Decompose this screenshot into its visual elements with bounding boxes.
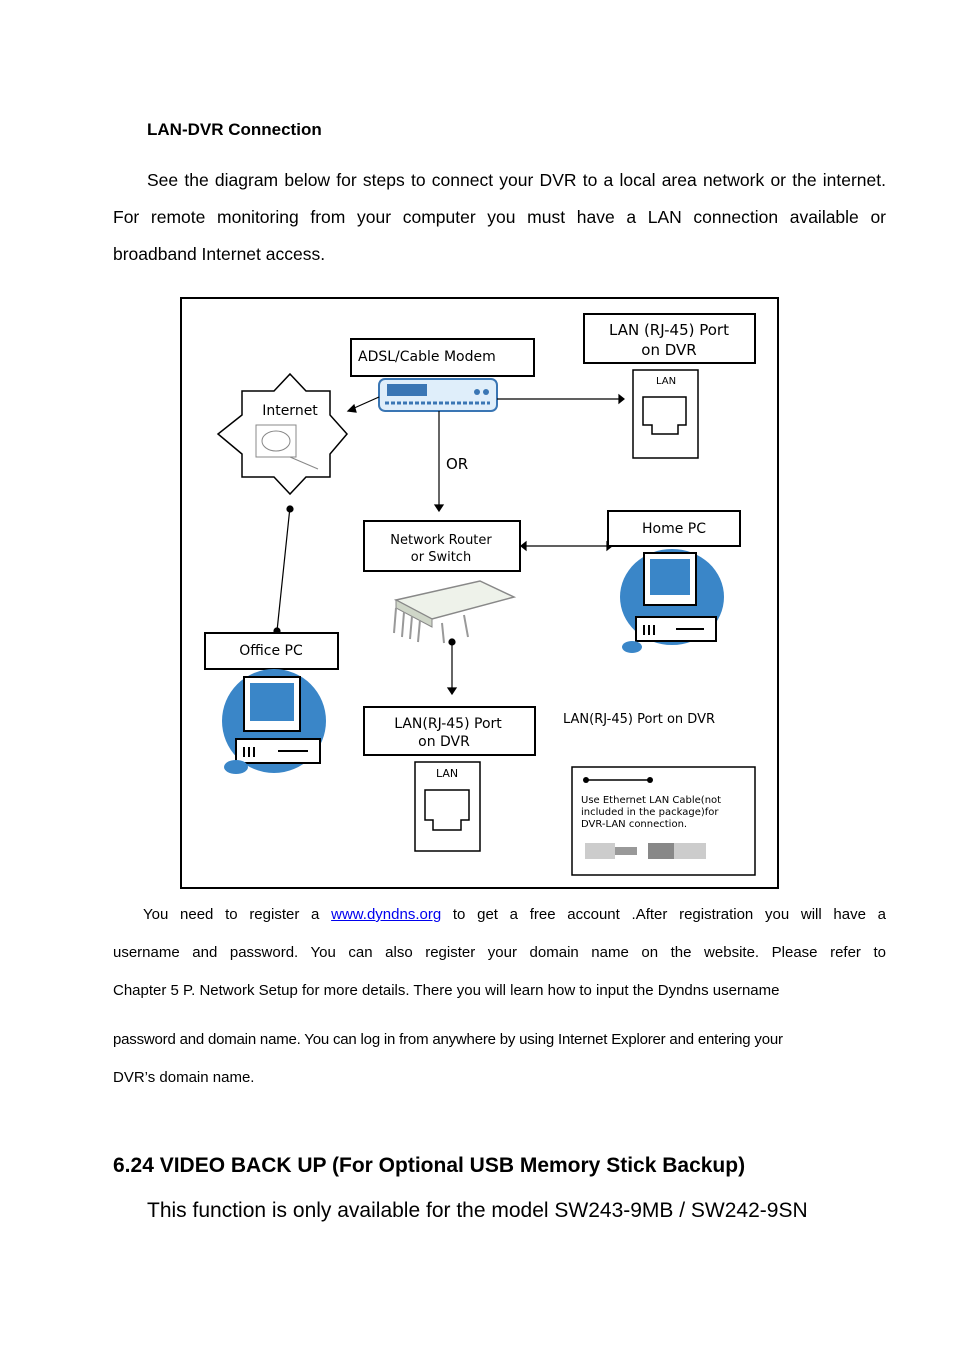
registration-line5: DVR’s domain name. [113,1069,255,1086]
network-router-box: Network Router or Switch [363,520,521,572]
router-line2: or Switch [411,550,471,565]
adsl-modem-label: ADSL/Cable Modem [358,349,496,365]
lan-jack-bottom-icon: LAN [414,761,481,852]
video-backup-subtext: This function is only available for the … [147,1199,808,1222]
registration-line4: password and domain name. You can log in… [113,1031,783,1048]
switch-icon [393,580,517,644]
network-diagram: ADSL/Cable Modem LAN (RJ-45) Port on DVR… [180,297,779,889]
home-pc-label: Home PC [642,521,706,537]
modem-icon [378,378,498,412]
lan-port-bottom-line1: LAN(RJ-45) Port [394,716,502,732]
internet-cloud-icon: Internet [216,372,348,496]
office-pc-label: Office PC [239,643,303,659]
lan-port-bottom-box: LAN(RJ-45) Port on DVR [363,706,536,756]
lan-port-top-line1: LAN (RJ-45) Port [609,321,729,339]
section-title: LAN-DVR Connection [147,120,322,139]
home-computer-icon [620,549,724,653]
lan-jack-bottom-label: LAN [436,767,458,780]
lan-jack-top-label: LAN [656,376,676,387]
video-backup-heading: 6.24 VIDEO BACK UP (For Optional USB Mem… [113,1154,746,1177]
p1-before-link: You need to register a [143,906,320,923]
lan-port-top-box: LAN (RJ-45) Port on DVR [583,313,756,364]
internet-label: Internet [262,403,318,419]
or-label: OR [446,455,468,473]
lan-jack-top-icon: LAN [632,369,699,459]
registration-line2: username and password. You can also regi… [113,944,886,961]
legend-line2: included in the package)for [581,807,719,818]
connection-lines [273,393,625,696]
dyndns-link[interactable]: www.dyndns.org [331,906,442,923]
intro-paragraph: See the diagram below for steps to conne… [113,162,886,273]
legend-line1: Use Ethernet LAN Cable(not [581,795,721,806]
legend-line3: DVR-LAN connection. [581,819,687,830]
lan-port-bottom-line2: on DVR [418,734,470,750]
home-pc-box: Home PC [607,510,741,547]
intro-text: See the diagram below for steps to conne… [113,170,886,264]
adsl-modem-box: ADSL/Cable Modem [350,338,535,377]
office-computer-icon [222,669,326,774]
registration-line3: Chapter 5 P. Network Setup for more deta… [113,982,780,999]
office-pc-box: Office PC [204,632,339,670]
cable-legend-box: Use Ethernet LAN Cable(not included in t… [571,766,756,876]
registration-line1: You need to register a www.dyndns.org to… [143,906,886,923]
router-line1: Network Router [390,533,492,548]
lan-port-caption: LAN(RJ-45) Port on DVR [563,712,715,727]
lan-port-top-line2: on DVR [641,341,696,359]
p1-after-link: to get a free account .After registratio… [452,906,886,923]
ethernet-cable-icon [585,843,706,859]
